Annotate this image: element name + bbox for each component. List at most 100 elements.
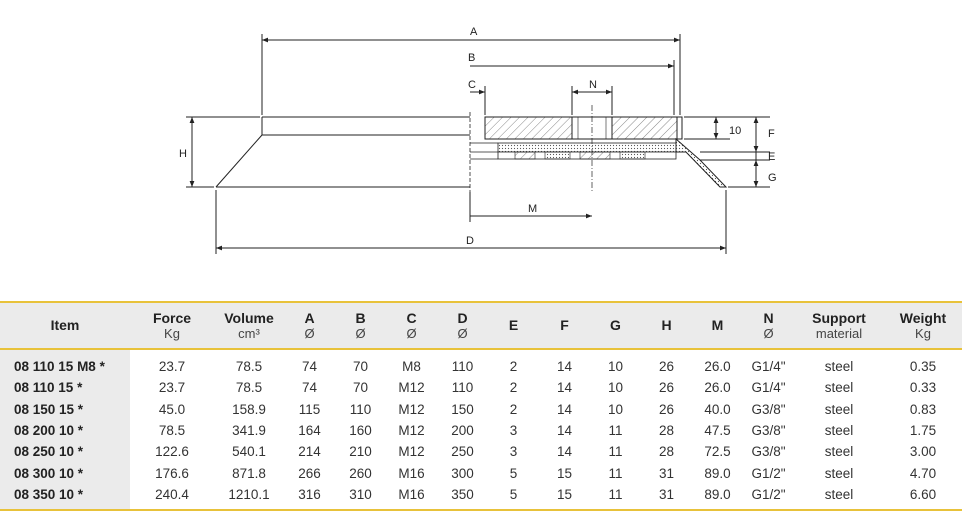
column-header: H: [641, 302, 692, 349]
table-cell: M12: [398, 444, 425, 460]
item-code-cell: 08 300 10 *: [0, 462, 130, 484]
table-cell: 26: [658, 401, 675, 417]
column-header-label: G: [610, 317, 621, 333]
column-header-unit: Ø: [355, 325, 366, 341]
table-cell: G1/2": [751, 486, 786, 502]
table-cell: G1/2": [751, 465, 786, 481]
label-m: M: [528, 203, 537, 215]
column-header-label: Weight: [899, 309, 947, 326]
table-cell: 2: [509, 380, 518, 396]
table-cell: 260: [349, 465, 372, 481]
table-cell: 47.5: [704, 423, 731, 439]
table-cell: 11: [608, 465, 623, 481]
table-cell: M8: [402, 359, 421, 375]
table-cell: M12: [398, 423, 425, 439]
label-d: D: [466, 235, 474, 247]
label-e: E: [768, 151, 775, 163]
item-code-cell: 08 110 15 M8 *: [0, 349, 130, 378]
column-header-unit: material: [815, 325, 863, 341]
table-cell: 23.7: [158, 380, 186, 396]
table-cell: 78.5: [235, 359, 263, 375]
label-f: F: [768, 128, 775, 140]
table-cell: 341.9: [232, 423, 266, 439]
column-header: Item: [0, 302, 130, 349]
column-header-label: F: [560, 317, 569, 333]
column-header-label: Force: [152, 309, 192, 326]
table-cell: 316: [298, 486, 321, 502]
table-cell: 74: [301, 380, 318, 396]
table-cell: 2: [509, 359, 518, 375]
table-cell: 110: [349, 401, 372, 417]
table-cell: 110: [451, 359, 474, 375]
table-cell: 2: [509, 401, 518, 417]
table-cell: 14: [556, 401, 573, 417]
table-cell: G1/4": [751, 380, 786, 396]
table-cell: 200: [451, 423, 474, 439]
table-cell: 28: [658, 444, 675, 460]
table-cell: steel: [824, 423, 854, 439]
label-n: N: [589, 79, 597, 91]
table-cell: 72.5: [704, 444, 731, 460]
table-cell: 11: [608, 486, 623, 502]
column-header-label: M: [711, 317, 724, 333]
column-header-label: D: [457, 309, 468, 326]
table-cell: 40.0: [704, 401, 731, 417]
column-header-unit: Ø: [304, 325, 315, 341]
table-cell: 266: [298, 465, 321, 481]
table-cell: M12: [398, 380, 425, 396]
table-cell: 5: [509, 465, 518, 481]
table-cell: 45.0: [158, 401, 186, 417]
table-cell: 23.7: [158, 359, 186, 375]
item-code-cell: 08 250 10 *: [0, 441, 130, 463]
support-section: [470, 105, 728, 192]
table-cell: 74: [301, 359, 318, 375]
table-cell: 14: [556, 423, 573, 439]
table-cell: 11: [608, 444, 623, 460]
label-a: A: [470, 26, 478, 38]
table-cell: 1.75: [909, 423, 937, 439]
column-header: G: [590, 302, 641, 349]
column-header-label: Item: [50, 317, 80, 333]
table-cell: 871.8: [232, 465, 266, 481]
column-header-label: A: [304, 309, 315, 326]
item-code-cell: 08 110 15 *: [0, 377, 130, 399]
technical-drawing: A B C N H 10 F E G M D: [179, 26, 777, 254]
table-cell: 26.0: [704, 380, 731, 396]
table-cell: 160: [349, 423, 372, 439]
item-code-cell: 08 350 10 *: [0, 483, 130, 511]
column-header-label: Volume: [224, 309, 274, 326]
table-cell: 350: [451, 486, 474, 502]
table-cell: 3.00: [909, 444, 937, 460]
label-b: B: [468, 52, 475, 64]
suction-cup-outline: [215, 112, 471, 192]
column-header-unit: Kg: [164, 325, 180, 341]
label-g: G: [768, 172, 777, 184]
table-cell: 10: [607, 359, 624, 375]
label-h: H: [179, 148, 187, 160]
table-cell: 15: [556, 486, 573, 502]
column-header-label: Support: [812, 309, 866, 326]
column-header: M: [692, 302, 743, 349]
table-cell: 540.1: [232, 444, 266, 460]
table-cell: 31: [658, 465, 675, 481]
table-cell: 250: [451, 444, 474, 460]
table-cell: 14: [556, 359, 573, 375]
table-cell: 122.6: [155, 444, 189, 460]
column-header-unit: cm³: [238, 325, 260, 341]
table-cell: 78.5: [158, 423, 186, 439]
table-cell: 310: [349, 486, 372, 502]
table-cell: 164: [298, 423, 321, 439]
table-cell: 210: [349, 444, 372, 460]
table-cell: 115: [298, 401, 321, 417]
table-cell: 4.70: [909, 465, 937, 481]
table-cell: steel: [824, 486, 854, 502]
